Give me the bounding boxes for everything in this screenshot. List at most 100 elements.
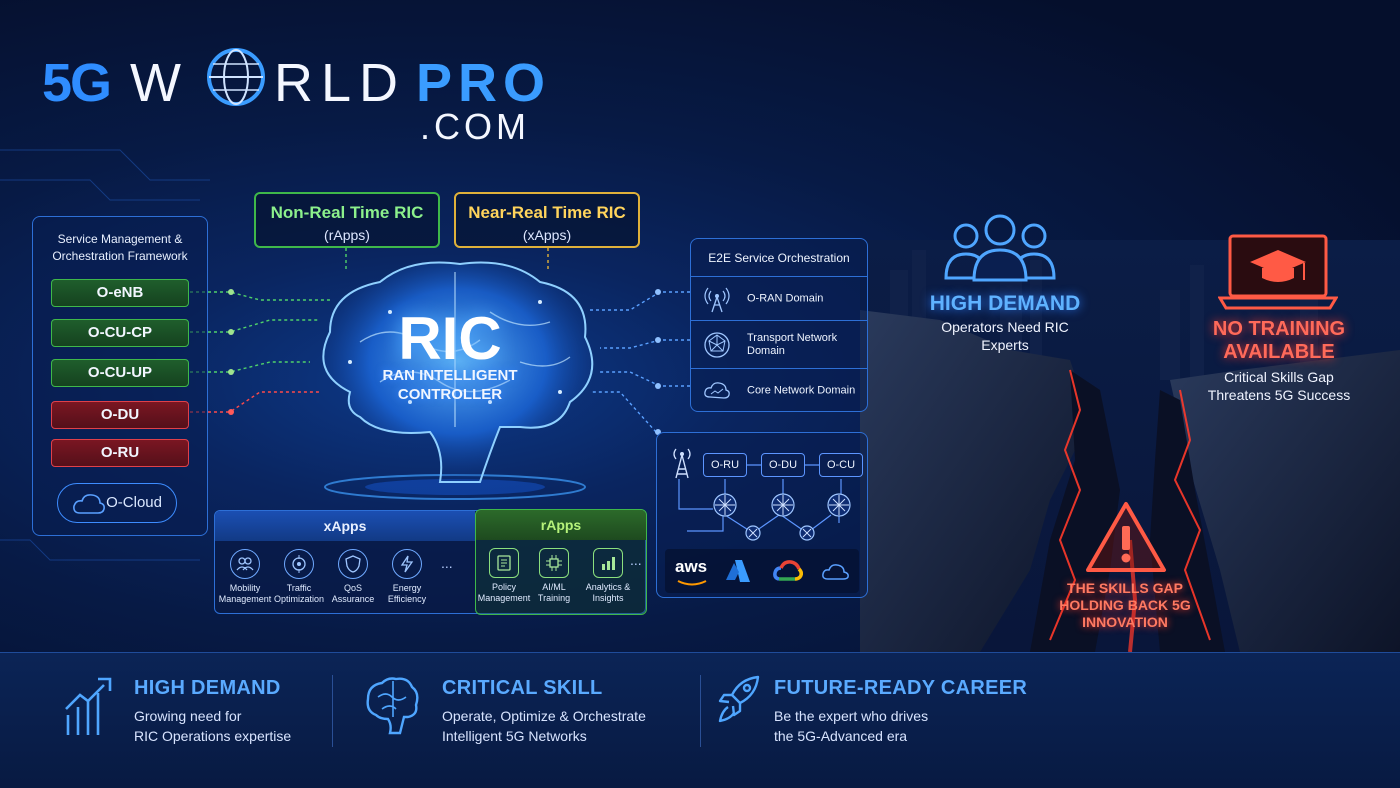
xapp-energy-efficiency[interactable]: Energy Efficiency [379,549,435,605]
lightning-icon [392,549,422,579]
feature-3-line2: the 5G-Advanced era [774,728,908,744]
cell-tower-icon [673,448,691,479]
topology-links [678,464,851,541]
cloud-providers-row: aws [665,549,859,593]
xapp-mobility-management[interactable]: Mobility Management [217,549,273,605]
ric-subtitle-line1: RAN INTELLIGENT [382,367,518,384]
xapp-label-4b: Efficiency [387,594,427,604]
node-o-enb[interactable]: O-eNB [51,279,189,307]
rocket-icon [718,675,760,723]
node-o-ru[interactable]: O-RU [51,439,189,467]
logo-pro: PRO [416,53,552,113]
high-demand-title: HIGH DEMAND [929,292,1081,315]
feature-1-title: HIGH DEMAND [134,677,281,699]
node-o-cu-cp[interactable]: O-CU-CP [51,319,189,347]
azure-icon [726,560,750,582]
logo-5g: 5G [42,53,112,113]
o-cloud-button[interactable]: O-Cloud [57,483,177,523]
rapp-analytics-insights[interactable]: Analytics & Insights [580,548,636,604]
ric-subtitle: RAN INTELLIGENT CONTROLLER [340,366,560,404]
xapps-header: xApps [215,511,475,541]
apps-panel: xApps Mobility Management Traffic Optimi… [214,509,647,615]
topology-o-cu[interactable]: O-CU [819,453,863,477]
topology-o-du[interactable]: O-DU [761,453,805,477]
ric-subtitle-line2: CONTROLLER [397,386,503,403]
rapp-aiml-training[interactable]: AI/ML Training [526,548,582,604]
chart-icon [593,548,623,578]
divider [332,675,333,747]
node-o-du[interactable]: O-DU [51,401,189,429]
domain-core-label: Core Network Domain [747,384,856,397]
no-training-title: NO TRAINING AVAILABLE [1212,318,1346,363]
xapp-label-2: Traffic [286,583,312,593]
rapps-header: rApps [476,510,646,540]
rapp-label-3b: Insights [592,593,624,603]
feature-1-line1: Growing need for [134,708,242,724]
ric-title: RIC [398,305,502,372]
xapp-label-1b: Management [218,594,272,604]
near-rt-ric-title: Near-Real Time RIC [468,203,626,222]
xapps-more[interactable]: ... [441,555,453,571]
node-o-cu-up[interactable]: O-CU-UP [51,359,189,387]
rapp-policy-management[interactable]: Policy Management [476,548,532,604]
skills-gap-text: THE SKILLS GAP HOLDING BACK 5G INNOVATIO… [1059,580,1191,630]
rapp-label-1b: Management [477,593,531,603]
xapp-qos-assurance[interactable]: QoS Assurance [325,549,381,605]
rapp-label-2b: Training [537,593,571,603]
domain-o-ran-label: O-RAN Domain [747,292,824,304]
divider [700,675,701,747]
high-demand-callout: HIGH DEMAND Operators Need RIC Experts [925,292,1085,354]
topology-o-ru[interactable]: O-RU [703,453,747,477]
network-icon [704,332,730,358]
logo-rld: RLD [274,53,407,113]
feature-3-title: FUTURE-READY CAREER [774,677,1028,699]
feature-2-line2: Intelligent 5G Networks [442,728,587,744]
rapp-label-2: AI/ML [542,582,566,592]
laptop-graduation-icon [1218,234,1338,310]
rapps-section: rApps Policy Management AI/ML Training [475,509,647,615]
feature-2-title: CRITICAL SKILL [442,677,603,699]
smo-framework-panel: Service Management & Orchestration Frame… [32,216,208,536]
rapps-more[interactable]: ... [630,552,642,568]
logo-com: .COM [420,106,530,147]
logo-w: W [130,53,189,113]
rapp-label-3: Analytics & [585,582,631,592]
people-icon [230,549,260,579]
rapp-label-1: Policy [491,582,516,592]
orchestration-title: E2E Service Orchestration [691,239,867,277]
xapp-label-1: Mobility [229,583,261,593]
near-rt-ric-sub: (xApps) [522,227,572,243]
globe-icon [207,48,265,106]
warning-icon [1086,502,1166,572]
shield-icon [338,549,368,579]
feature-3-line1: Be the expert who drives [774,708,929,724]
google-cloud-icon [773,560,803,581]
domain-transport[interactable]: Transport Network Domain [691,321,867,369]
xapp-label-3: QoS [343,583,362,593]
brain-icon [322,261,594,500]
near-real-time-ric-box[interactable]: Near-Real Time RIC (xApps) [454,192,640,248]
domain-core[interactable]: Core Network Domain [691,369,867,413]
non-real-time-ric-box[interactable]: Non-Real Time RIC (rApps) [254,192,440,248]
xapp-label-3b: Assurance [331,594,375,604]
chip-icon [539,548,569,578]
xapp-label-2b: Optimization [273,594,325,604]
aws-logo: aws [675,557,708,576]
brand-logo: 5G W RLD PRO .COM [42,44,545,147]
o-cloud-label: O-Cloud [106,494,162,511]
feature-high-demand: HIGH DEMAND Growing need for RIC Operati… [134,677,291,746]
feature-1-line2: RIC Operations expertise [134,728,292,744]
growth-chart-icon [65,677,112,735]
smo-title: Service Management & Orchestration Frame… [52,232,188,263]
cloud-icon [822,564,849,580]
aws-smile-icon [677,580,707,586]
cloud-icon [704,382,730,399]
xapp-label-4: Energy [392,583,422,593]
bottom-features-bar: HIGH DEMAND Growing need for RIC Operati… [0,652,1400,788]
xapp-traffic-optimization[interactable]: Traffic Optimization [271,549,327,605]
domain-o-ran[interactable]: O-RAN Domain [691,277,867,321]
document-icon [489,548,519,578]
feature-future-ready: FUTURE-READY CAREER Be the expert who dr… [774,677,1027,746]
no-training-callout: NO TRAINING AVAILABLE Critical Skills Ga… [1196,318,1362,404]
